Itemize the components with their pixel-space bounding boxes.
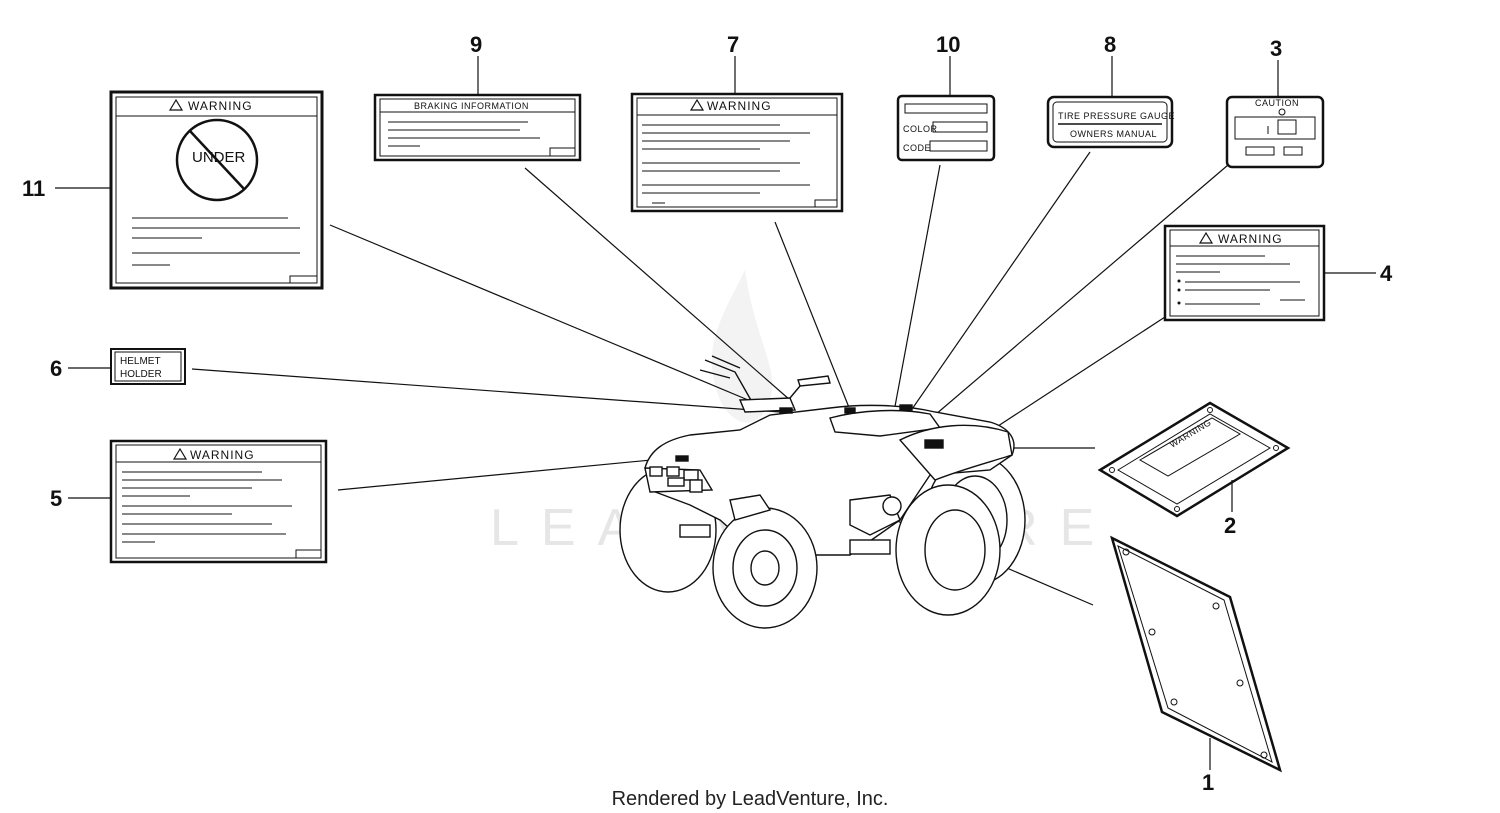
label-8-tire-pressure-gauge: TIRE PRESSURE GAUGE	[1058, 111, 1175, 121]
label-10-color: COLOR	[903, 124, 938, 134]
label-8-owners-manual: OWNERS MANUAL	[1070, 129, 1157, 139]
callout-3: 3	[1270, 36, 1282, 61]
label-1-blank-plate	[1110, 535, 1282, 773]
label-8-tire-pressure: TIRE PRESSURE GAUGE OWNERS MANUAL	[1046, 95, 1175, 149]
label-5-warning: WARNING	[109, 439, 328, 564]
callout-2: 2	[1224, 513, 1236, 538]
warning-triangle-icon	[689, 98, 705, 111]
label-3-title: CAUTION	[1255, 98, 1299, 108]
callout-1: 1	[1202, 770, 1214, 795]
label-5-title: WARNING	[190, 448, 255, 462]
label-11-warning-under: WARNING UNDER	[109, 90, 324, 290]
label-4-warning: WARNING	[1163, 224, 1326, 322]
warning-triangle-icon	[168, 98, 184, 111]
caution-dot-icon	[1278, 108, 1286, 116]
label-7-title: WARNING	[707, 99, 772, 113]
label-4-title: WARNING	[1218, 232, 1283, 246]
callout-4: 4	[1380, 261, 1393, 286]
label-9-braking-information: BRAKING INFORMATION	[373, 93, 582, 162]
label-9-title: BRAKING INFORMATION	[414, 101, 529, 111]
label-10-code: CODE	[903, 143, 931, 153]
label-10-color-code: COLOR CODE	[896, 94, 996, 162]
label-6-holder: HOLDER	[120, 369, 162, 380]
callout-9: 9	[470, 32, 482, 57]
label-3-caution: CAUTION	[1225, 95, 1325, 169]
rear-left-wheel	[895, 484, 1001, 616]
prohibition-circle-icon	[175, 118, 259, 202]
label-11-under-text: UNDER	[192, 149, 246, 166]
callout-8: 8	[1104, 32, 1116, 57]
front-right-wheel	[712, 507, 818, 629]
label-7-warning: WARNING	[630, 92, 844, 213]
footer-credit: Rendered by LeadVenture, Inc.	[612, 788, 889, 810]
callout-7: 7	[727, 32, 739, 57]
label-6-helmet-holder: HELMET HOLDER	[110, 348, 186, 385]
label-11-title: WARNING	[188, 99, 253, 113]
warning-triangle-icon	[172, 447, 188, 460]
flame-logo-watermark	[711, 270, 773, 423]
label-2-title: WARNING	[1168, 417, 1213, 450]
label-6-helmet: HELMET	[120, 356, 161, 367]
label-2-warning-plate: WARNING	[1097, 401, 1291, 518]
warning-triangle-icon	[1198, 231, 1214, 244]
callout-11: 11	[22, 176, 45, 201]
callout-10: 10	[936, 32, 960, 57]
callout-6: 6	[50, 356, 62, 381]
callout-5: 5	[50, 486, 62, 511]
leader-lines	[55, 56, 1376, 770]
atv-vehicle	[619, 355, 1026, 629]
